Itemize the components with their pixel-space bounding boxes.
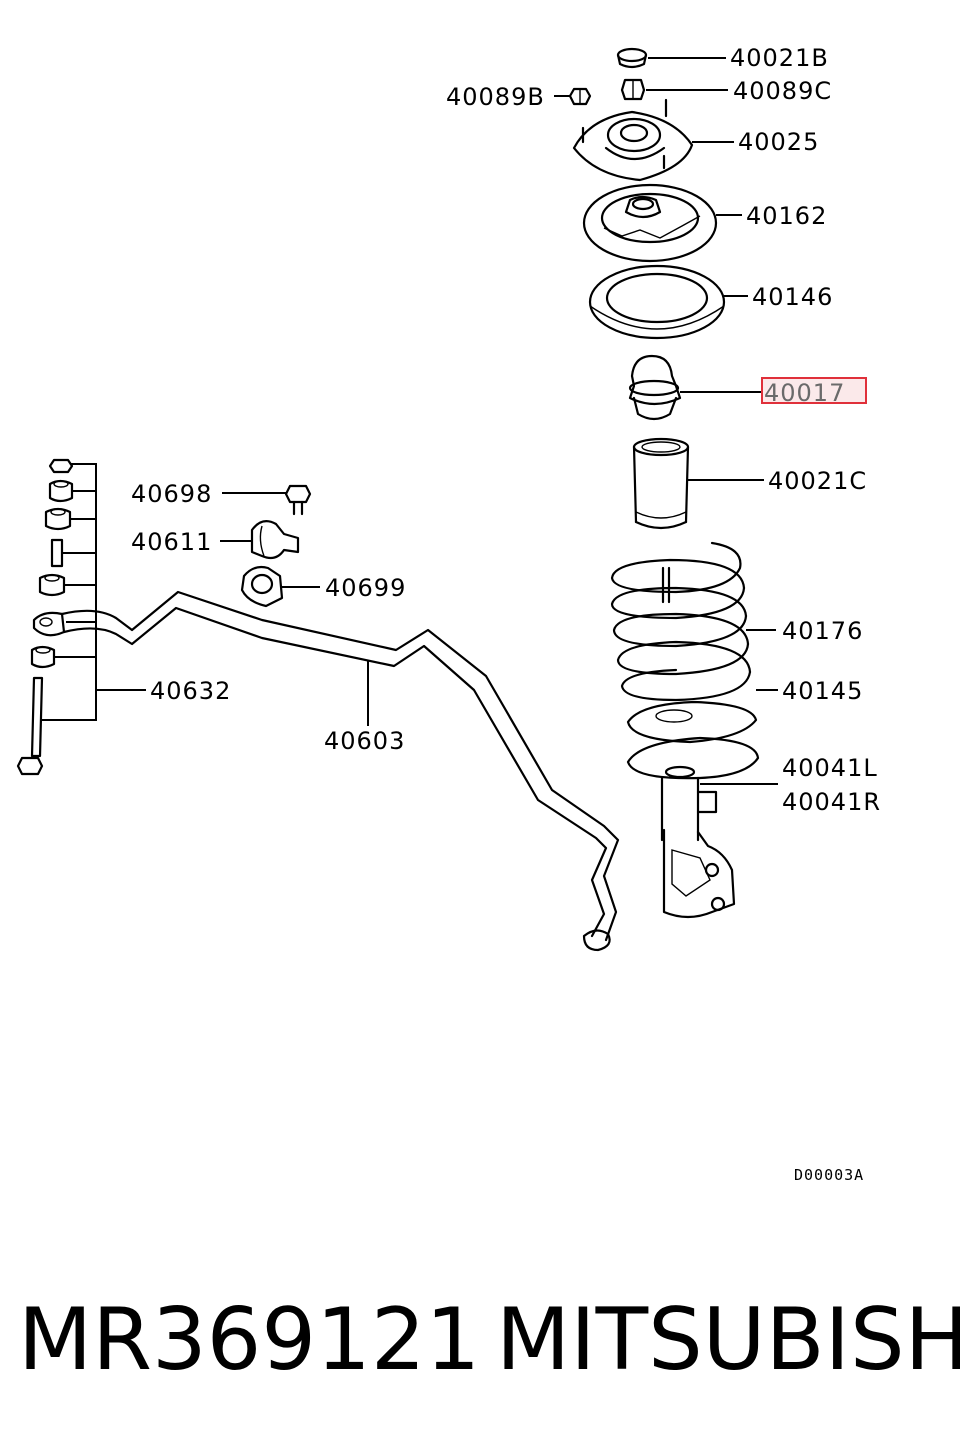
part-bump-stopper <box>628 354 682 421</box>
part-lower-spring-seat <box>626 700 758 744</box>
part-coil-spring <box>610 541 752 702</box>
label-40603: 40603 <box>324 727 405 755</box>
label-40089b: 40089B <box>446 83 545 111</box>
label-40146: 40146 <box>752 283 833 311</box>
part-strut-nut <box>620 78 646 101</box>
drawing-code: D00003A <box>794 1166 864 1184</box>
label-40017: 40017 <box>764 379 845 407</box>
part-number: MR369121 <box>18 1290 481 1390</box>
label-40025: 40025 <box>738 128 819 156</box>
label-40632: 40632 <box>150 677 231 705</box>
part-bar-bushing <box>240 565 284 608</box>
part-strut-mount <box>572 98 694 182</box>
label-40089c: 40089C <box>733 77 832 105</box>
label-40041r: 40041R <box>782 788 881 816</box>
label-40162: 40162 <box>746 202 827 230</box>
highlight-box <box>761 377 867 404</box>
part-spring-pad <box>588 264 726 340</box>
label-40611: 40611 <box>131 528 212 556</box>
part-stabilizer-link-kit <box>16 458 97 776</box>
label-40021b: 40021B <box>730 44 829 72</box>
part-upper-spring-seat <box>582 183 718 263</box>
label-40698: 40698 <box>131 480 212 508</box>
label-40145: 40145 <box>782 677 863 705</box>
label-40176: 40176 <box>782 617 863 645</box>
part-dust-cap <box>616 47 648 69</box>
part-bracket-bolt <box>284 484 312 516</box>
part-strut-assembly <box>626 736 760 919</box>
part-stabilizer-bar <box>60 590 620 952</box>
label-40021c: 40021C <box>768 467 867 495</box>
label-40699: 40699 <box>325 574 406 602</box>
brand-name: MITSUBISHI <box>496 1290 960 1390</box>
part-dust-cover <box>632 437 690 530</box>
part-bar-bracket <box>250 519 300 560</box>
part-mount-nut <box>568 87 592 106</box>
label-40041l: 40041L <box>782 754 878 782</box>
